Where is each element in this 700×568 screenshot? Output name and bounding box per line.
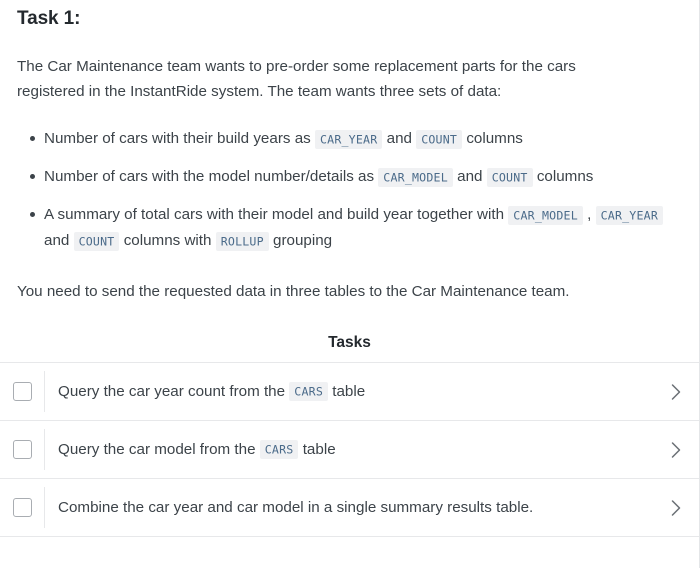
task-open-button[interactable] — [653, 382, 699, 402]
code-chip: CARS — [259, 440, 299, 459]
task-checkbox[interactable] — [12, 382, 32, 401]
text-run: and — [382, 130, 417, 147]
text-run: and — [452, 168, 487, 185]
intro-paragraph: The Car Maintenance team wants to pre-or… — [17, 58, 576, 100]
task-checkbox-cell[interactable] — [0, 440, 44, 459]
text-run: Query the car year count from the — [58, 382, 290, 400]
task-label: Query the car model from the CARS table — [45, 439, 653, 461]
task-row[interactable]: Query the car year count from the CARS t… — [0, 363, 699, 421]
task-open-button[interactable] — [653, 440, 699, 460]
task-row[interactable]: Combine the car year and car model in a … — [0, 479, 699, 537]
task-checkbox-cell[interactable] — [0, 382, 44, 401]
code-chip: COUNT — [73, 231, 120, 251]
code-chip: CAR_MODEL — [508, 205, 583, 225]
code-chip: CARS — [289, 382, 329, 401]
page-title: Task 1: — [17, 8, 81, 29]
code-chip: COUNT — [416, 129, 463, 149]
text-run: Combine the car year and car model in a … — [58, 498, 534, 516]
text-run: and — [44, 232, 74, 249]
outro-paragraph: You need to send the requested data in t… — [17, 283, 570, 300]
text-run: columns — [462, 130, 523, 147]
row-divider — [44, 487, 45, 528]
task-label: Combine the car year and car model in a … — [45, 497, 653, 519]
task-row[interactable]: Query the car model from the CARS table — [0, 421, 699, 479]
task-checkbox[interactable] — [12, 498, 32, 517]
chevron-right-icon[interactable] — [670, 382, 683, 402]
text-run: table — [328, 382, 366, 400]
task-list: Query the car year count from the CARS t… — [0, 362, 699, 537]
code-chip: CAR_YEAR — [314, 129, 383, 149]
code-chip: CAR_YEAR — [595, 205, 664, 225]
requirement-item: Number of cars with their build years as… — [30, 126, 682, 152]
text-run: Number of cars with their build years as — [44, 130, 315, 147]
task-checkbox-cell[interactable] — [0, 498, 44, 517]
code-chip: COUNT — [486, 167, 533, 187]
text-run: columns with — [119, 232, 216, 249]
task-checkbox[interactable] — [12, 440, 32, 459]
chevron-right-icon[interactable] — [670, 498, 683, 518]
task-label: Query the car year count from the CARS t… — [45, 381, 653, 403]
requirements-list: Number of cars with their build years as… — [17, 104, 682, 254]
code-chip: CAR_MODEL — [378, 167, 453, 187]
row-divider — [44, 371, 45, 412]
text-run: A summary of total cars with their model… — [44, 206, 509, 223]
row-divider — [44, 429, 45, 470]
requirement-item: Number of cars with the model number/det… — [30, 164, 682, 190]
text-run: , — [582, 206, 596, 223]
code-chip: ROLLUP — [215, 231, 269, 251]
task-open-button[interactable] — [653, 498, 699, 518]
task-content: Task 1: The Car Maintenance team wants t… — [17, 8, 682, 300]
tasks-section-title: Tasks — [328, 334, 371, 351]
text-run: Number of cars with the model number/det… — [44, 168, 379, 185]
requirement-item: A summary of total cars with their model… — [30, 202, 682, 254]
text-run: columns — [532, 168, 594, 185]
text-run: grouping — [268, 232, 333, 249]
text-run: table — [298, 440, 336, 458]
text-run: Query the car model from the — [58, 440, 260, 458]
chevron-right-icon[interactable] — [670, 440, 683, 460]
